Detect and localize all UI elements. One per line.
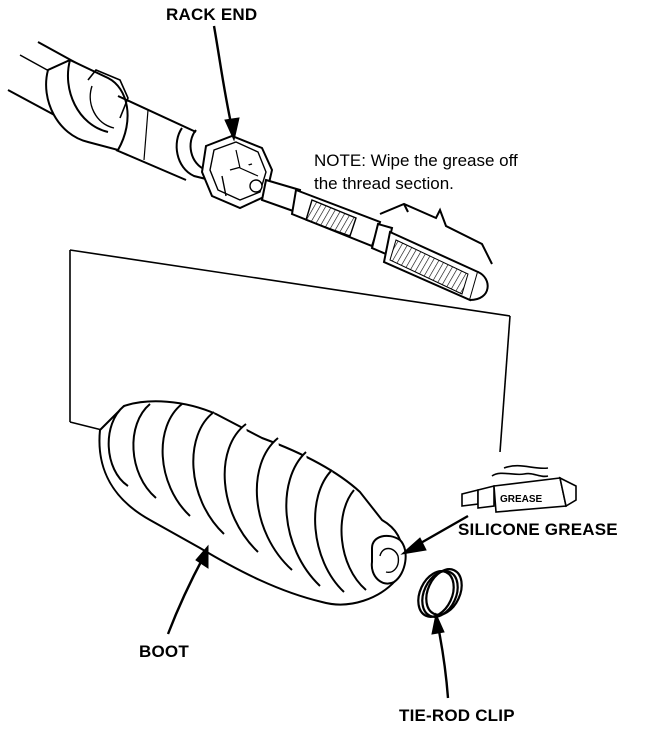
tie-rod-clip-part bbox=[417, 568, 463, 618]
tie-rod-clip-label: TIE-ROD CLIP bbox=[399, 706, 515, 725]
rack-end-label: RACK END bbox=[166, 5, 258, 24]
tie-rod-clip-arrow bbox=[436, 625, 450, 699]
tie-rod bbox=[260, 178, 489, 302]
note-line-2: the thread section. bbox=[314, 174, 454, 193]
boot-part bbox=[98, 400, 407, 606]
alignment-plane bbox=[69, 249, 511, 453]
grease-tube: GREASE bbox=[461, 464, 577, 513]
note-line-1: NOTE: Wipe the grease off bbox=[314, 151, 518, 170]
thread-section-bracket bbox=[379, 202, 493, 265]
steering-rack bbox=[7, 41, 211, 181]
rack-end-arrow bbox=[212, 25, 234, 129]
rack-end-part bbox=[200, 134, 274, 210]
boot-arrow bbox=[166, 555, 206, 635]
leader-arrows bbox=[166, 25, 469, 699]
boot-label: BOOT bbox=[139, 642, 189, 661]
silicone-grease-label: SILICONE GREASE bbox=[458, 520, 618, 539]
grease-tube-label: GREASE bbox=[500, 494, 543, 505]
